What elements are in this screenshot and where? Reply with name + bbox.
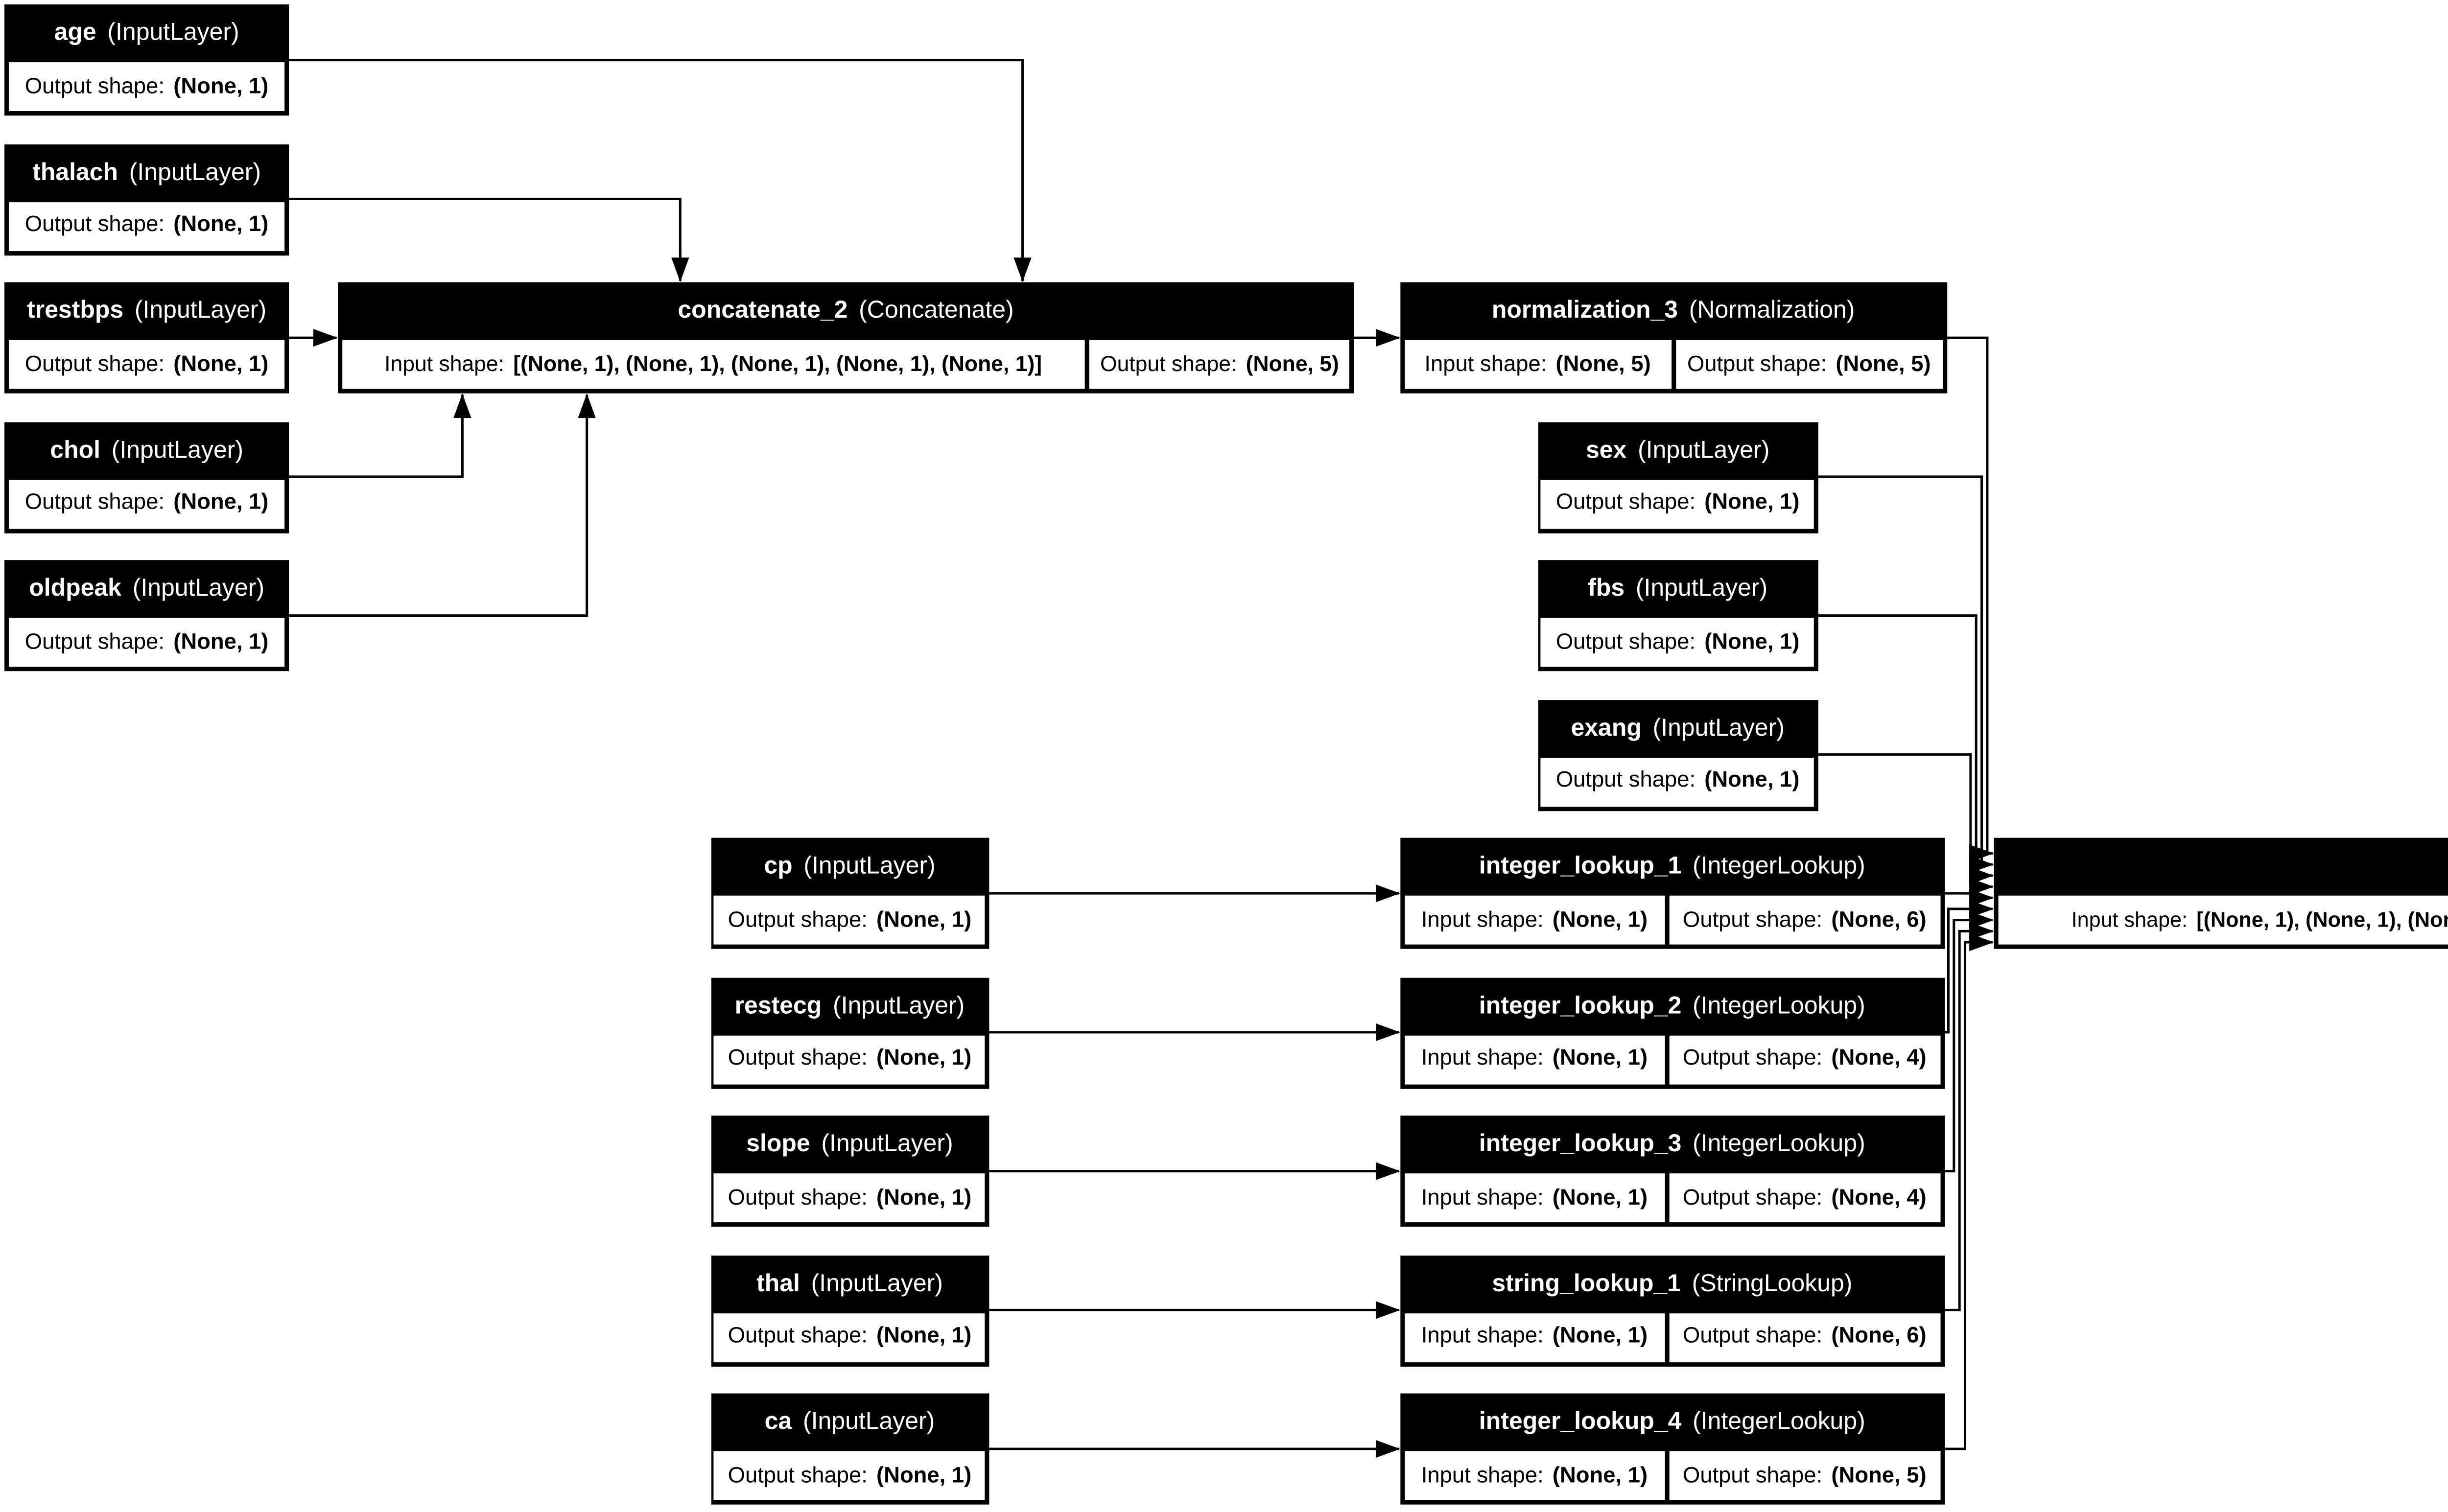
output-shape-cell: Output shape:(None, 1) <box>1540 618 1815 668</box>
input-shape-cell: Input shape:(None, 1) <box>1404 1173 1665 1223</box>
edge-exang-concatenate-3 <box>1818 753 1994 896</box>
output-shape-cell: Output shape:(None, 1) <box>713 1173 986 1223</box>
edge-sex-concatenate-3 <box>1818 475 1994 874</box>
output-shape-cell: Output shape:(None, 6) <box>1669 1312 1941 1362</box>
node-thalach: thalach(InputLayer) Output shape:(None, … <box>4 143 289 255</box>
node-concatenate-2: concatenate_2(Concatenate) Input shape:[… <box>338 282 1354 394</box>
node-integer-lookup-3: integer_lookup_3(IntegerLookup) Input sh… <box>1400 1116 1944 1227</box>
node-chol: chol(InputLayer) Output shape:(None, 1) <box>4 421 289 533</box>
node-title: cp(InputLayer) <box>764 853 936 880</box>
node-title: exang(InputLayer) <box>1571 714 1785 742</box>
input-shape-cell: Input shape:(None, 1) <box>1404 895 1665 946</box>
edge-string-lookup-1-concatenate-3 <box>1944 922 1994 1311</box>
output-shape-cell: Output shape:(None, 1) <box>713 1451 986 1501</box>
node-restecg: restecg(InputLayer) Output shape:(None, … <box>710 977 989 1088</box>
node-title: integer_lookup_1(IntegerLookup) <box>1479 853 1865 880</box>
node-exang: exang(InputLayer) Output shape:(None, 1) <box>1537 698 1818 810</box>
node-cp: cp(InputLayer) Output shape:(None, 1) <box>710 837 989 949</box>
edge-integer-lookup-3-concatenate-3 <box>1944 911 1994 1173</box>
node-title: thal(InputLayer) <box>756 1270 943 1297</box>
edge-chol-concatenate-2 <box>289 394 471 478</box>
output-shape-cell: Output shape:(None, 5) <box>1675 340 1943 390</box>
node-title: thalach(InputLayer) <box>32 159 261 186</box>
node-age: age(InputLayer) Output shape:(None, 1) <box>4 4 289 116</box>
input-shape-cell: Input shape:(None, 1) <box>1404 1312 1665 1362</box>
output-shape-cell: Output shape:(None, 6) <box>1669 895 1941 946</box>
output-shape-cell: Output shape:(None, 5) <box>1089 340 1350 390</box>
output-shape-cell: Output shape:(None, 4) <box>1669 1034 1941 1085</box>
edge-fbs-concatenate-3 <box>1818 614 1994 884</box>
edge-age-concatenate-2 <box>289 59 1032 282</box>
node-sex: sex(InputLayer) Output shape:(None, 1) <box>1537 421 1818 533</box>
edge-integer-lookup-2-concatenate-3 <box>1944 900 1994 1034</box>
edge-integer-lookup-4-concatenate-3 <box>1944 933 1994 1450</box>
edge-normalization-3-concatenate-3 <box>1946 336 1994 862</box>
node-title: oldpeak(InputLayer) <box>29 575 265 603</box>
node-title: ca(InputLayer) <box>764 1409 935 1436</box>
output-shape-cell: Output shape:(None, 1) <box>1540 756 1815 807</box>
node-normalization-3: normalization_3(Normalization) Input sha… <box>1400 282 1946 394</box>
node-title: restecg(InputLayer) <box>734 992 965 1019</box>
input-shape-cell: Input shape:(None, 5) <box>1404 340 1671 390</box>
node-title: concatenate_3(Concatenate) <box>1994 838 2448 896</box>
node-trestbps: trestbps(InputLayer) Output shape:(None,… <box>4 282 289 394</box>
node-title: concatenate_2(Concatenate) <box>678 298 1014 325</box>
node-ca: ca(InputLayer) Output shape:(None, 1) <box>710 1393 989 1505</box>
output-shape-cell: Output shape:(None, 1) <box>8 201 285 251</box>
node-title: normalization_3(Normalization) <box>1491 298 1855 325</box>
output-shape-cell: Output shape:(None, 1) <box>713 895 986 946</box>
node-title: integer_lookup_4(IntegerLookup) <box>1479 1409 1865 1436</box>
output-shape-cell: Output shape:(None, 4) <box>1669 1173 1941 1223</box>
edge-oldpeak-concatenate-2 <box>289 394 596 617</box>
node-title: integer_lookup_3(IntegerLookup) <box>1479 1131 1865 1158</box>
edge-thalach-concatenate-2 <box>289 197 689 282</box>
node-string-lookup-1: string_lookup_1(StringLookup) Input shap… <box>1400 1254 1944 1366</box>
output-shape-cell: Output shape:(None, 1) <box>8 618 285 668</box>
node-title: integer_lookup_2(IntegerLookup) <box>1479 992 1865 1019</box>
node-fbs: fbs(InputLayer) Output shape:(None, 1) <box>1537 560 1818 672</box>
input-shape-cell: Input shape:[(None, 1), (None, 1), (None… <box>341 340 1085 390</box>
node-title: slope(InputLayer) <box>746 1131 953 1158</box>
output-shape-cell: Output shape:(None, 1) <box>8 479 285 529</box>
input-shape-cell: Input shape:(None, 1) <box>1404 1451 1665 1501</box>
node-integer-lookup-2: integer_lookup_2(IntegerLookup) Input sh… <box>1400 977 1944 1088</box>
node-title: string_lookup_1(StringLookup) <box>1492 1270 1853 1297</box>
output-shape-cell: Output shape:(None, 1) <box>8 340 285 390</box>
edge-integer-lookup-1-concatenate-3 <box>1944 889 1994 907</box>
output-shape-cell: Output shape:(None, 1) <box>8 62 285 112</box>
output-shape-cell: Output shape:(None, 5) <box>1669 1451 1941 1501</box>
output-shape-cell: Output shape:(None, 1) <box>713 1312 986 1362</box>
node-slope: slope(InputLayer) Output shape:(None, 1) <box>710 1116 989 1227</box>
node-concatenate-3: concatenate_3(Concatenate) Input shape:[… <box>1994 837 2448 949</box>
node-integer-lookup-4: integer_lookup_4(IntegerLookup) Input sh… <box>1400 1393 1944 1505</box>
output-shape-cell: Output shape:(None, 1) <box>1540 479 1815 529</box>
node-integer-lookup-1: integer_lookup_1(IntegerLookup) Input sh… <box>1400 837 1944 949</box>
input-shape-cell: Input shape:[(None, 1), (None, 1), (None… <box>1997 895 2448 946</box>
node-title: sex(InputLayer) <box>1586 437 1770 464</box>
node-title: trestbps(InputLayer) <box>27 298 267 325</box>
input-shape-cell: Input shape:(None, 1) <box>1404 1034 1665 1085</box>
output-shape-cell: Output shape:(None, 1) <box>713 1034 986 1085</box>
node-thal: thal(InputLayer) Output shape:(None, 1) <box>710 1254 989 1366</box>
node-oldpeak: oldpeak(InputLayer) Output shape:(None, … <box>4 560 289 672</box>
node-title: chol(InputLayer) <box>50 437 244 464</box>
node-title: age(InputLayer) <box>54 20 239 47</box>
node-title: fbs(InputLayer) <box>1588 575 1768 603</box>
